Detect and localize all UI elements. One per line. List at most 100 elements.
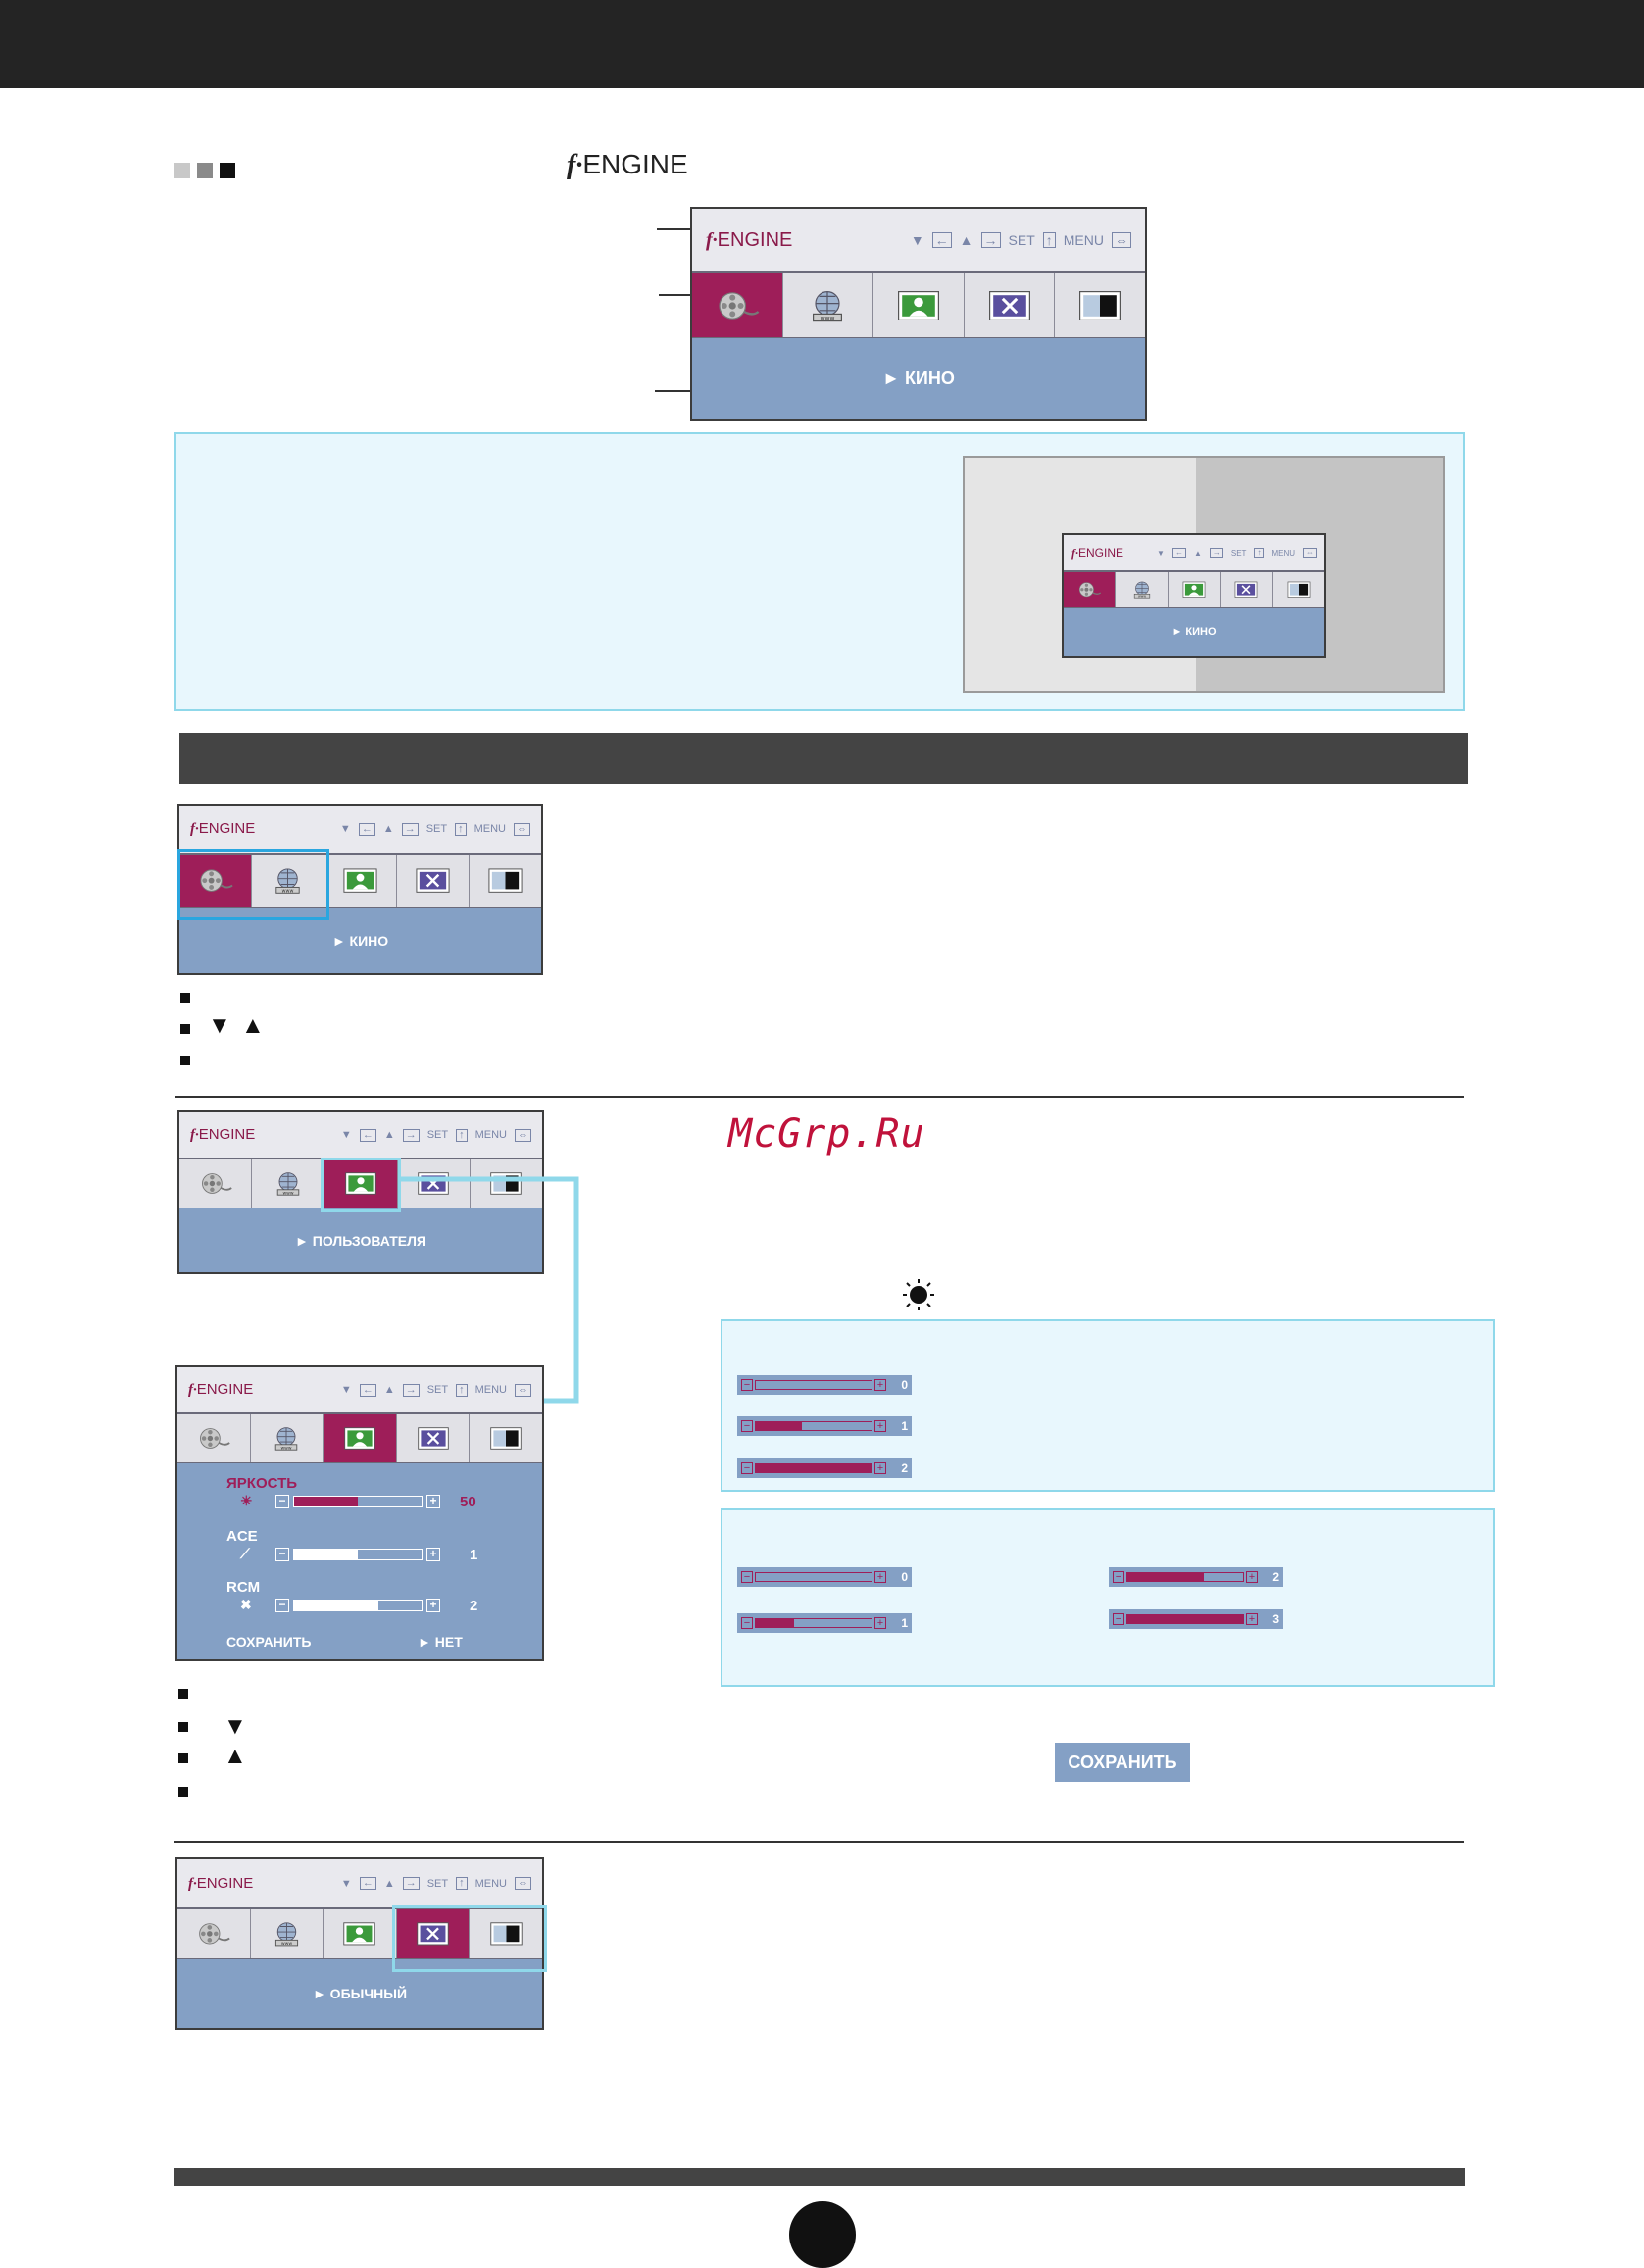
set-label: SET bbox=[426, 1129, 449, 1141]
right-arrow-icon: → bbox=[1209, 548, 1223, 558]
osd-mode-label: ► КИНО bbox=[692, 338, 1145, 419]
up-arrow-icon: ▲ bbox=[382, 823, 394, 835]
mode-user-picture-tab[interactable] bbox=[1169, 572, 1221, 607]
mode-normal-x-tab[interactable] bbox=[396, 1909, 471, 1958]
slider-track bbox=[1126, 1614, 1244, 1624]
plus-icon: + bbox=[426, 1548, 440, 1561]
mode-normal-x-tab[interactable] bbox=[965, 273, 1056, 337]
up-arrow-icon: ▲ bbox=[1193, 548, 1202, 558]
user-picture-icon bbox=[895, 288, 942, 323]
ace-slider[interactable]: −+ 1 bbox=[275, 1546, 478, 1563]
mode-normal-x-tab[interactable] bbox=[397, 855, 470, 907]
f-engine-logo-icon: f· bbox=[567, 150, 583, 180]
set-label: SET bbox=[425, 823, 448, 835]
right-arrow-icon: → bbox=[980, 232, 1001, 248]
title-square-dark bbox=[220, 163, 235, 178]
ace-example-slider: −+0 bbox=[737, 1375, 912, 1395]
callout-line-3 bbox=[655, 390, 692, 392]
up-arrow-icon: ▲ bbox=[383, 1877, 395, 1890]
mode-user-picture-tab[interactable] bbox=[324, 1909, 397, 1958]
demo-split-icon bbox=[486, 866, 524, 896]
mode-internet-globe-tab[interactable]: www bbox=[252, 1159, 325, 1208]
osd-header: f·ENGINE ▼← ▲→ SET↑ MENU⇔ bbox=[179, 1112, 542, 1159]
mode-demo-split-tab[interactable] bbox=[1273, 572, 1324, 607]
bullet-3 bbox=[180, 1056, 190, 1065]
set-icon: ↑ bbox=[456, 1383, 468, 1397]
user-picture-icon bbox=[343, 1170, 378, 1198]
mode-movie-reel-tab[interactable] bbox=[179, 855, 252, 907]
osd-mode-icons: www bbox=[179, 855, 541, 908]
osd-menu-section1: f·ENGINE ▼← ▲→ SET↑ MENU⇔ www► КИНО bbox=[177, 804, 543, 975]
section-header-bar bbox=[179, 733, 1468, 784]
mode-user-picture-tab[interactable] bbox=[324, 1414, 397, 1462]
mode-internet-globe-tab[interactable]: www bbox=[251, 1909, 324, 1958]
callout-line-1 bbox=[657, 228, 692, 230]
mode-user-picture-tab[interactable] bbox=[324, 855, 397, 907]
plus-icon: + bbox=[874, 1379, 886, 1391]
left-arrow-icon: ← bbox=[1171, 548, 1186, 558]
user-picture-icon bbox=[341, 1920, 377, 1948]
bullet-7 bbox=[178, 1787, 188, 1797]
mode-movie-reel-tab[interactable] bbox=[692, 273, 783, 337]
slider-value: 3 bbox=[1272, 1612, 1279, 1626]
ace-value: 1 bbox=[470, 1546, 478, 1563]
mode-movie-reel-tab[interactable] bbox=[179, 1159, 253, 1208]
mode-internet-globe-tab[interactable]: www bbox=[252, 855, 324, 907]
mode-demo-split-tab[interactable] bbox=[470, 1909, 542, 1958]
mode-user-picture-tab[interactable] bbox=[324, 1159, 398, 1208]
set-icon: ↑ bbox=[1254, 548, 1265, 558]
movie-reel-icon bbox=[714, 288, 761, 323]
down-arrow-icon: ▼ bbox=[1157, 548, 1165, 558]
mode-user-picture-tab[interactable] bbox=[873, 273, 965, 337]
internet-globe-icon: www bbox=[804, 288, 851, 323]
right-arrow-icon: → bbox=[402, 1383, 420, 1397]
right-arrow-icon: → bbox=[402, 1128, 420, 1142]
divider-2 bbox=[174, 1841, 1464, 1843]
rcm-slider[interactable]: −+ 2 bbox=[275, 1598, 477, 1614]
slider-track bbox=[755, 1618, 872, 1628]
selection-highlight-1 bbox=[177, 849, 329, 920]
osd-adjust-panel: ЯРКОСТЬ ☀ −+ 50 ACE ⟋ −+ 1 RCM ✖ −+ 2 СО… bbox=[177, 1463, 542, 1659]
f-engine-logo-icon: f· bbox=[190, 1127, 199, 1143]
rcm-info-box bbox=[721, 1508, 1495, 1687]
osd-controls: ▼← ▲→ SET↑ MENU⇔ bbox=[903, 232, 1131, 248]
svg-text:www: www bbox=[281, 1942, 293, 1947]
divider-1 bbox=[175, 1096, 1464, 1098]
osd-brand: f·ENGINE bbox=[706, 228, 793, 251]
svg-text:www: www bbox=[821, 315, 835, 321]
mode-internet-globe-tab[interactable]: www bbox=[1116, 572, 1169, 607]
mode-demo-split-tab[interactable] bbox=[470, 1414, 542, 1462]
save-value[interactable]: ► НЕТ bbox=[418, 1634, 463, 1650]
left-arrow-icon: ← bbox=[359, 1383, 376, 1397]
osd-mode-icons: www bbox=[692, 273, 1145, 338]
slider-value: 1 bbox=[901, 1616, 908, 1630]
mode-internet-globe-tab[interactable]: www bbox=[783, 273, 874, 337]
brightness-slider[interactable]: −+ 50 bbox=[275, 1494, 476, 1510]
menu-icon: ⇔ bbox=[515, 1383, 531, 1397]
osd-menu-section2-detail: f·ENGINE ▼← ▲→ SET↑ MENU⇔ www ЯРКОСТЬ ☀ … bbox=[175, 1365, 544, 1661]
set-label: SET bbox=[426, 1384, 449, 1396]
demo-split-icon bbox=[1286, 580, 1312, 600]
slider-value: 0 bbox=[901, 1570, 908, 1584]
set-label: SET bbox=[426, 1877, 449, 1890]
plus-icon: + bbox=[874, 1617, 886, 1629]
sun-small-icon: ☀ bbox=[240, 1493, 253, 1508]
mode-internet-globe-tab[interactable]: www bbox=[251, 1414, 324, 1462]
user-picture-icon bbox=[1181, 580, 1207, 600]
movie-reel-icon bbox=[196, 866, 234, 896]
plus-icon: + bbox=[874, 1462, 886, 1474]
mode-normal-x-tab[interactable] bbox=[1221, 572, 1273, 607]
movie-reel-icon bbox=[195, 1920, 231, 1948]
save-button[interactable]: СОХРАНИТЬ bbox=[1055, 1743, 1190, 1782]
mode-normal-x-tab[interactable] bbox=[397, 1414, 471, 1462]
set-icon: ↑ bbox=[456, 1877, 468, 1890]
mode-demo-split-tab[interactable] bbox=[1055, 273, 1145, 337]
top-header-bar bbox=[0, 0, 1644, 88]
menu-icon: ⇔ bbox=[514, 822, 530, 836]
svg-text:www: www bbox=[281, 1446, 292, 1451]
mode-movie-reel-tab[interactable] bbox=[177, 1909, 251, 1958]
mode-demo-split-tab[interactable] bbox=[470, 855, 541, 907]
mode-movie-reel-tab[interactable] bbox=[1064, 572, 1117, 607]
user-picture-icon bbox=[342, 1425, 377, 1453]
mode-movie-reel-tab[interactable] bbox=[177, 1414, 251, 1462]
